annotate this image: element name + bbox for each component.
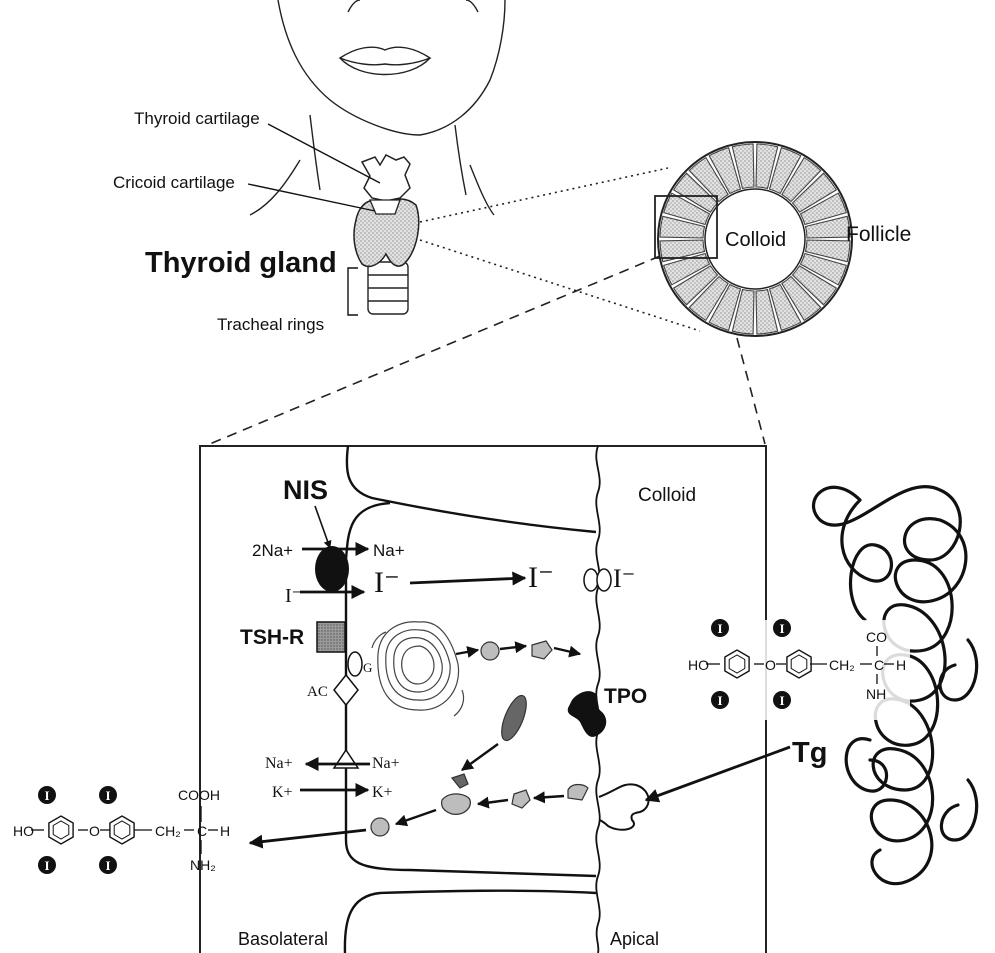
label-g: G <box>363 660 372 675</box>
cell-panel <box>200 446 766 953</box>
label-iodide-in: I⁻ <box>285 585 302 607</box>
label-iodide-apical: I⁻ <box>528 561 554 594</box>
label-na-right: Na+ <box>372 755 400 772</box>
tb-co: CO <box>866 629 887 645</box>
iodine-label: I <box>106 858 111 873</box>
label-tpo: TPO <box>604 685 647 708</box>
iodine-label: I <box>106 788 111 803</box>
label-tg: Tg <box>792 737 827 769</box>
vesicle-1 <box>481 642 499 660</box>
tsh-receptor <box>317 622 345 652</box>
tb-ho: HO <box>688 657 709 673</box>
cricoid-cartilage <box>370 200 400 214</box>
tf-nh2: NH₂ <box>190 857 216 873</box>
tf-ch2: CH₂ <box>155 823 181 839</box>
vesicle-3 <box>512 790 530 808</box>
label-k-left: K+ <box>272 784 293 801</box>
label-na-out: Na+ <box>373 541 405 560</box>
vesicle-5 <box>371 818 389 836</box>
golgi-apparatus <box>372 622 464 716</box>
tb-c: C <box>874 657 884 673</box>
label-2na: 2Na+ <box>252 541 293 560</box>
benzene-ring <box>110 816 134 844</box>
vesicle-4 <box>568 785 588 801</box>
vesicle-2 <box>532 641 552 659</box>
label-tsh-r: TSH-R <box>240 626 304 649</box>
tpo-enzyme <box>568 691 607 737</box>
tf-h: H <box>220 823 230 839</box>
benzene-inner <box>53 821 69 839</box>
tb-nh: NH <box>866 686 886 702</box>
nis-transporter <box>315 546 349 592</box>
tf-c: C <box>197 823 207 839</box>
label-na-left: Na+ <box>265 755 293 772</box>
tf-o: O <box>89 823 100 839</box>
label-thyroid-cartilage: Thyroid cartilage <box>134 109 260 128</box>
iodine-label: I <box>718 693 723 708</box>
adenylate-cyclase <box>334 675 358 705</box>
label-follicle: Follicle <box>846 223 911 246</box>
label-follicle-colloid: Colloid <box>725 229 786 251</box>
tf-cooh: COOH <box>178 787 220 803</box>
vesicle-fused <box>442 794 471 814</box>
iodine-label: I <box>45 788 50 803</box>
benzene-ring <box>49 816 73 844</box>
tb-h: H <box>896 657 906 673</box>
trachea <box>368 262 408 314</box>
tf-ho: HO <box>13 823 34 839</box>
g-protein <box>348 652 362 676</box>
label-cricoid-cartilage: Cricoid cartilage <box>113 173 235 192</box>
iodine-label: I <box>780 621 785 636</box>
label-iodide-cell: I⁻ <box>374 566 400 599</box>
label-colloid-cell: Colloid <box>638 485 696 506</box>
iodine-label: I <box>780 693 785 708</box>
benzene-inner <box>114 821 130 839</box>
nis-pointer <box>315 506 330 548</box>
tb-o: O <box>765 657 776 673</box>
thyroxine-free: I I I I HO O CH₂ C H COOH NH₂ <box>13 786 230 874</box>
tb-ch2: CH₂ <box>829 657 855 673</box>
label-tracheal-rings: Tracheal rings <box>217 315 324 334</box>
label-iodide-colloid: I⁻ <box>613 564 635 593</box>
lysosome-1 <box>452 774 468 788</box>
iodine-label: I <box>45 858 50 873</box>
label-k-right: K+ <box>372 784 393 801</box>
label-nis: NIS <box>283 475 328 505</box>
label-apical: Apical <box>610 929 659 949</box>
label-thyroid-gland: Thyroid gland <box>145 247 337 279</box>
mitochondrion <box>497 692 532 743</box>
label-ac: AC <box>307 684 328 700</box>
label-basolateral: Basolateral <box>238 929 328 949</box>
iodine-label: I <box>718 621 723 636</box>
